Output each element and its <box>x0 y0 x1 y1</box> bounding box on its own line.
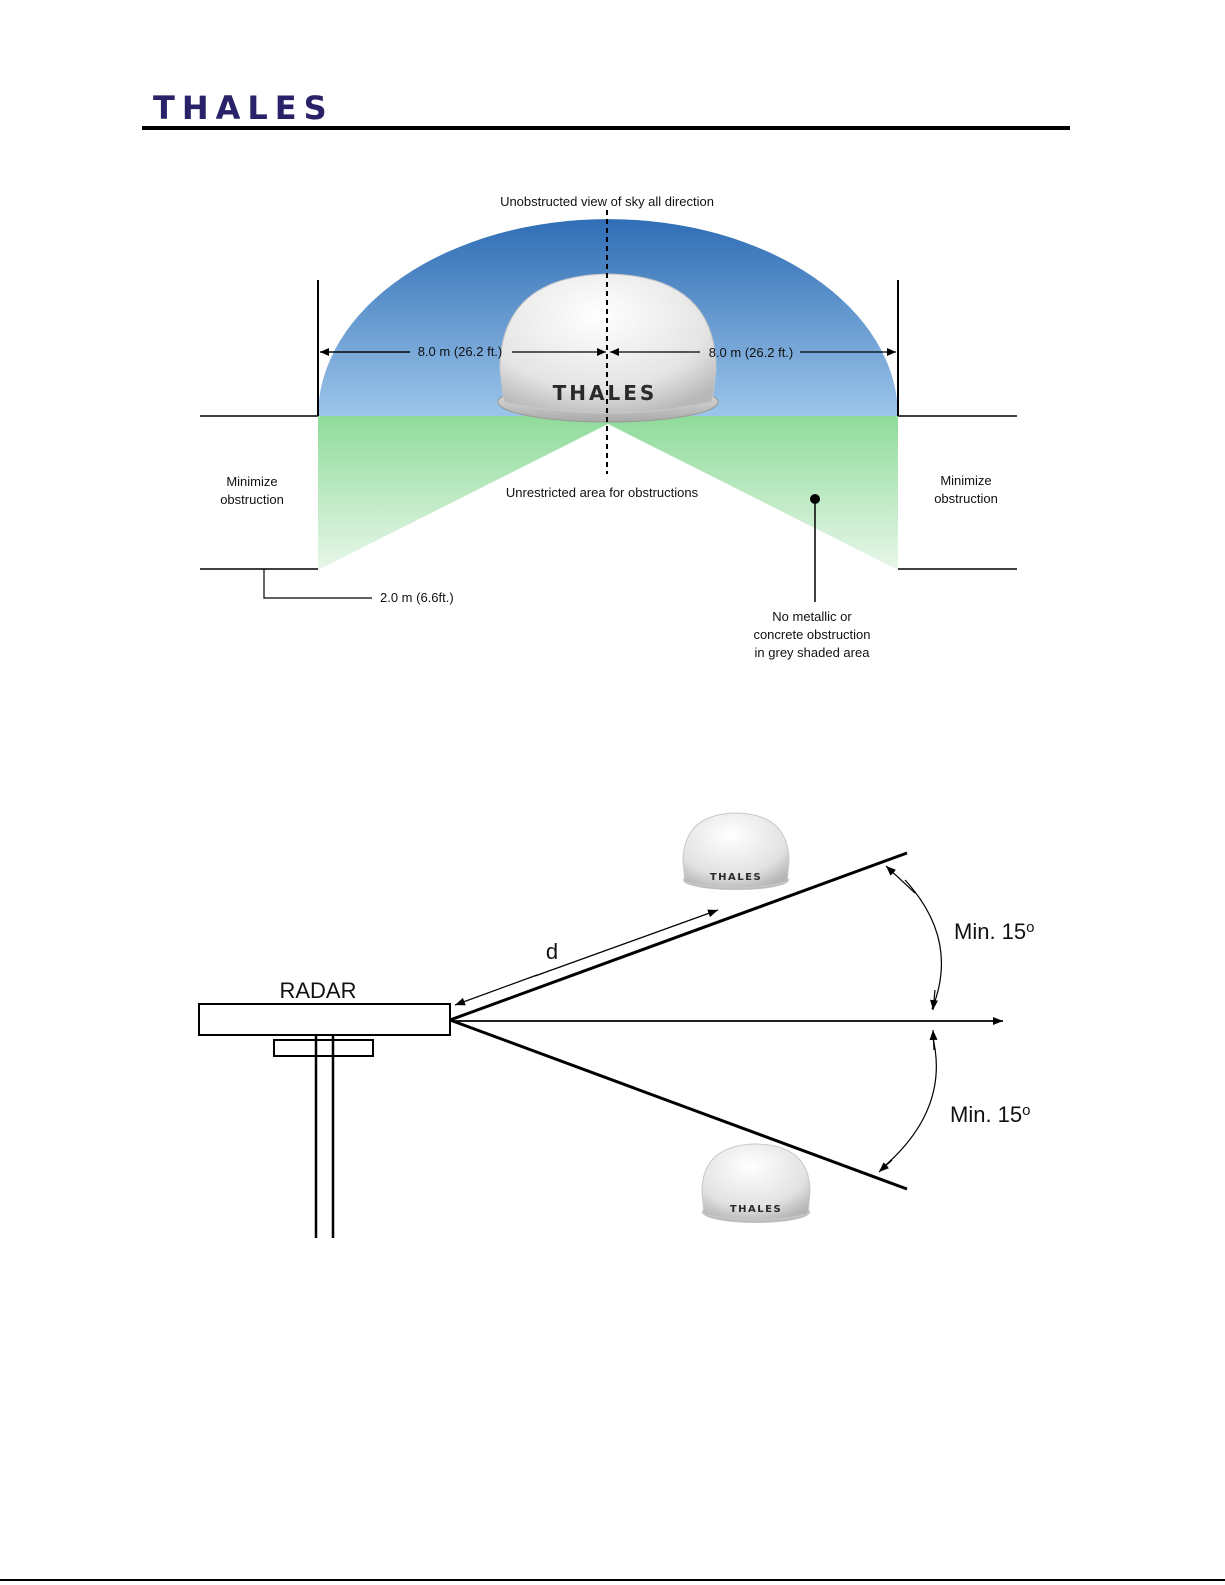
radar-label: RADAR <box>279 978 356 1003</box>
lower-beam-limit <box>450 1020 907 1189</box>
upper-angle-arrow-top <box>886 866 915 893</box>
distance-label: d <box>546 939 558 964</box>
upper-angle-arc <box>905 880 941 1009</box>
distance-arrow-end <box>535 910 718 976</box>
lower-angle-arc <box>880 1034 936 1170</box>
upper-degree-mark: o <box>1026 919 1034 936</box>
radar-antenna <box>199 1004 450 1035</box>
upper-antenna-dome: THALES <box>683 813 789 890</box>
distance-arrow-start <box>455 975 537 1005</box>
upper-beam-limit <box>450 853 907 1020</box>
lower-degree-mark: o <box>1022 1102 1030 1119</box>
radar-pedestal <box>274 1040 373 1056</box>
lower-angle-arrow-bottom <box>879 1160 892 1172</box>
upper-dome-brand: THALES <box>710 872 762 883</box>
lower-angle-label: Min. 15o <box>950 1102 1031 1127</box>
lower-antenna-dome: THALES <box>702 1144 810 1223</box>
lower-dome-brand: THALES <box>730 1204 782 1215</box>
lower-angle-arrow-top <box>933 1030 934 1050</box>
upper-angle-label: Min. 15o <box>954 919 1035 944</box>
footer-rule <box>0 1579 1225 1581</box>
